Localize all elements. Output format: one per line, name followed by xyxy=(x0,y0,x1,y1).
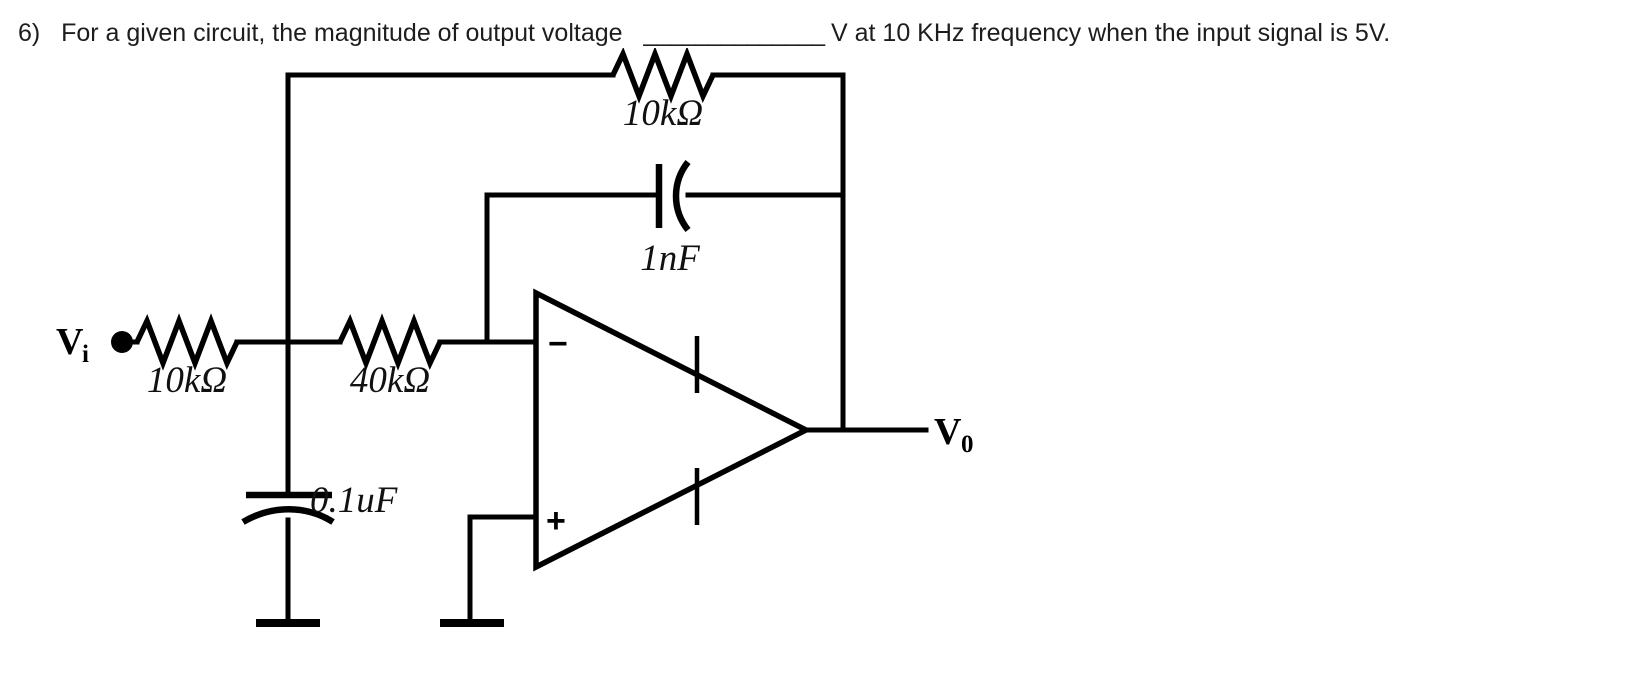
resistor-series-label: 40kΩ xyxy=(350,360,430,401)
question-text: 6) For a given circuit, the magnitude of… xyxy=(18,16,1618,50)
circuit-diagram: 10kΩ 1nF V i 10kΩ 40kΩ xyxy=(56,48,974,627)
input-terminal-label: V xyxy=(56,321,84,363)
capacitor-feedback-plate-curved xyxy=(672,159,691,233)
resistor-series-symbol xyxy=(337,313,443,371)
output-terminal-label: V xyxy=(934,411,962,453)
question-body-after: V at 10 KHz frequency when the input sig… xyxy=(831,19,1391,47)
input-terminal-subscript: i xyxy=(82,341,89,368)
capacitor-feedback-label: 1nF xyxy=(640,238,700,279)
resistor-feedback-label: 10kΩ xyxy=(623,93,703,134)
capacitor-shunt-label: 0.1uF xyxy=(310,480,398,521)
opamp-noninverting-sign: + xyxy=(546,502,566,540)
opamp-triangle xyxy=(533,288,813,572)
capacitor-shunt-plate-curved xyxy=(241,506,335,525)
answer-blank[interactable]: ______________ xyxy=(643,19,825,47)
question-number: 6) xyxy=(18,19,41,47)
resistor-input-symbol xyxy=(134,313,240,371)
question-body-before: For a given circuit, the magnitude of ou… xyxy=(61,19,623,47)
resistor-input-label: 10kΩ xyxy=(147,360,227,401)
output-terminal-subscript: 0 xyxy=(961,431,974,458)
resistor-feedback-symbol xyxy=(610,48,716,104)
opamp-inverting-sign: − xyxy=(548,325,568,363)
